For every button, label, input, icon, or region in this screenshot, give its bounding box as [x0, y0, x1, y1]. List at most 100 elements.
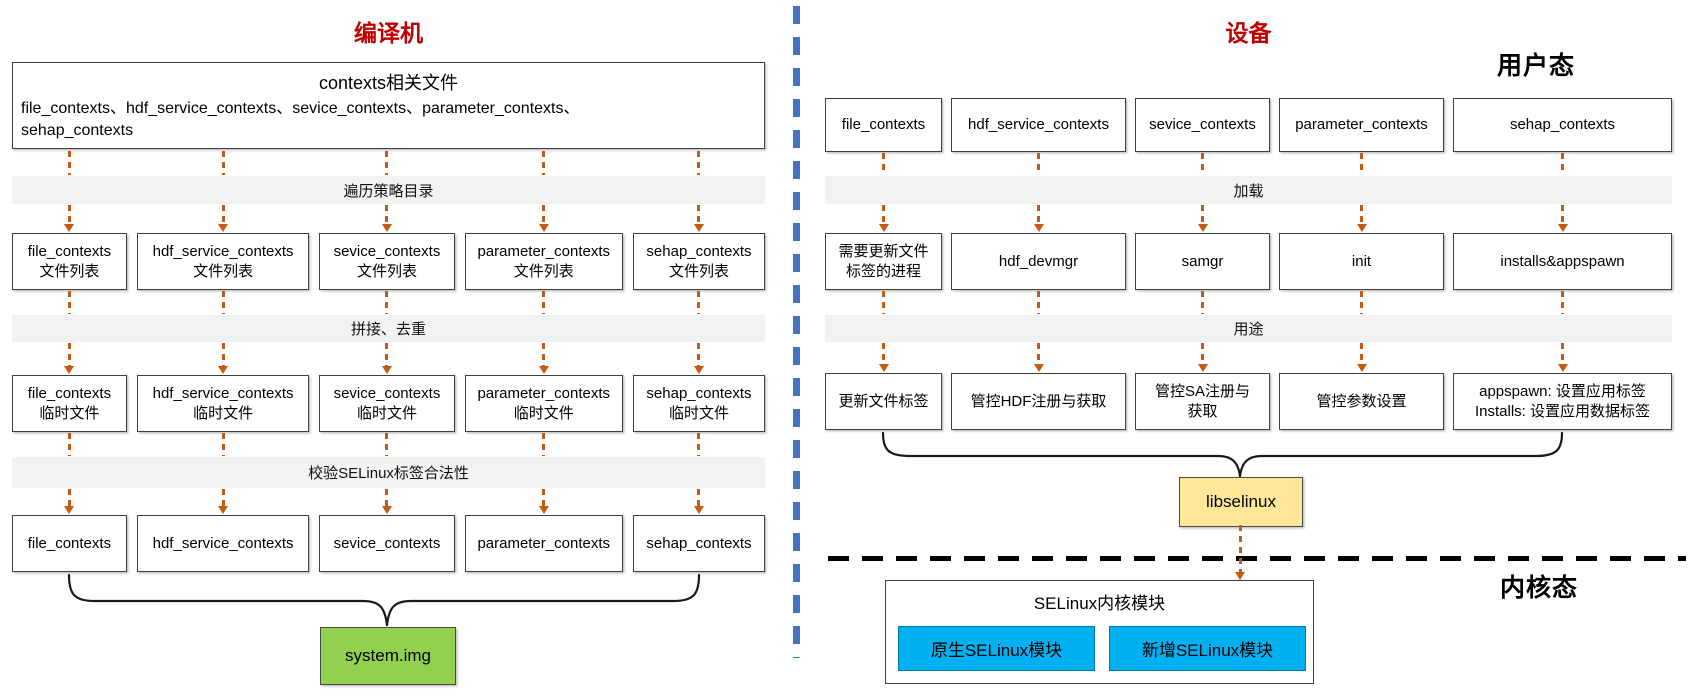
arrowhead-icon [381, 506, 392, 514]
flow-box: sevice_contexts [319, 515, 455, 572]
curly-brace [67, 573, 701, 627]
flow-box: file_contexts [825, 98, 942, 152]
band-usage: 用途 [825, 315, 1672, 342]
arrowhead-icon [218, 506, 229, 514]
dashed-connector [137, 151, 310, 175]
arrowhead-icon [538, 224, 549, 232]
dashed-arrow [319, 343, 454, 374]
arrowhead-icon [693, 506, 704, 514]
libselinux-box: libselinux [1179, 477, 1303, 527]
flow-box: file_contexts [12, 515, 127, 572]
flow-box: sehap_contexts [632, 515, 765, 572]
arrowhead-icon [64, 224, 75, 232]
connector-row [12, 151, 765, 175]
kernel-boundary-dashed-line [828, 556, 1686, 561]
dashed-connector [633, 433, 765, 456]
arrowhead-icon [1197, 224, 1208, 232]
dashed-connector [465, 151, 623, 175]
connector-row [825, 153, 1672, 175]
dashed-arrow [951, 343, 1126, 372]
dashed-connector [951, 153, 1126, 175]
dashed-connector [1135, 291, 1270, 314]
compile-machine-title: 编译机 [354, 20, 423, 46]
dashed-connector [137, 433, 310, 456]
flow-box: samgr [1135, 233, 1270, 290]
dashed-connector [1453, 291, 1672, 314]
dashed-connector [1135, 153, 1270, 175]
arrowhead-icon [218, 366, 229, 374]
dashed-arrow [1453, 205, 1672, 232]
dashed-arrow [465, 343, 623, 374]
device-panel: 设备 用户态 file_contexts hdf_service_context… [825, 0, 1672, 700]
dashed-arrow [12, 205, 127, 232]
band-merge-dedup: 拼接、去重 [12, 315, 765, 342]
arrowhead-icon [693, 366, 704, 374]
flow-box: installs&appspawn [1453, 233, 1672, 290]
dashed-arrow [825, 343, 942, 372]
connector-row [825, 291, 1672, 314]
user-mode-label: 用户态 [1497, 52, 1576, 80]
arrowhead-icon [1033, 224, 1044, 232]
dashed-arrow [633, 343, 765, 374]
dashed-arrow [319, 489, 454, 514]
dashed-connector [319, 433, 454, 456]
kernel-box-title: SELinux内核模块 [1033, 594, 1166, 613]
dashed-arrow [137, 205, 310, 232]
left-row-final-contexts: file_contexts hdf_service_contexts sevic… [12, 515, 765, 572]
contexts-source-title: contexts相关文件 [318, 73, 459, 93]
system-img-box: system.img [320, 627, 456, 685]
arrowhead-icon [1356, 364, 1367, 372]
flow-box: appspawn: 设置应用标签 Installs: 设置应用数据标签 [1453, 373, 1672, 430]
right-row-usage: 更新文件标签 管控HDF注册与获取 管控SA注册与 获取 管控参数设置 apps… [825, 373, 1672, 430]
arrowhead-icon [218, 224, 229, 232]
selinux-kernel-module-box: SELinux内核模块 原生SELinux模块 新增SELinux模块 [885, 580, 1314, 684]
arrowhead-icon [1235, 572, 1245, 580]
device-title: 设备 [1225, 20, 1272, 46]
dashed-arrow [951, 205, 1126, 232]
dashed-arrow [319, 205, 454, 232]
connector-row [12, 343, 765, 374]
contexts-source-box: contexts相关文件 file_contexts、hdf_service_c… [12, 62, 765, 149]
dashed-arrow [825, 205, 942, 232]
connector-row [12, 291, 765, 314]
flow-box: hdf_service_contexts [136, 515, 310, 572]
connector-row [12, 205, 765, 232]
arrowhead-icon [381, 224, 392, 232]
right-row-process: 需要更新文件 标签的进程 hdf_devmgr samgr init insta… [825, 233, 1672, 290]
curly-brace [881, 431, 1564, 478]
dashed-connector [319, 151, 454, 175]
flow-box: 管控SA注册与 获取 [1135, 373, 1270, 430]
flow-box: hdf_devmgr [951, 233, 1126, 290]
dashed-connector [633, 291, 765, 314]
dashed-connector [12, 291, 127, 314]
connector-row [825, 205, 1672, 232]
flow-box: 更新文件标签 [825, 373, 942, 430]
dashed-connector [12, 433, 127, 456]
band-traverse-policy: 遍历策略目录 [12, 176, 765, 204]
flow-box: parameter_contexts [464, 515, 623, 572]
right-row-contexts: file_contexts hdf_service_contexts sevic… [825, 98, 1672, 152]
dashed-arrow [1279, 205, 1444, 232]
connector-row [12, 433, 765, 456]
dashed-connector [1279, 153, 1444, 175]
dashed-connector [137, 291, 310, 314]
flow-box: 需要更新文件 标签的进程 [825, 233, 942, 290]
dashed-arrow [465, 205, 623, 232]
arrowhead-icon [64, 366, 75, 374]
new-selinux-module-box: 新增SELinux模块 [1109, 626, 1306, 671]
dashed-connector [465, 433, 623, 456]
flow-box: sevice_contexts [1135, 98, 1270, 152]
dashed-arrow [465, 489, 623, 514]
compile-machine-panel: 编译机 contexts相关文件 file_contexts、hdf_servi… [12, 0, 765, 700]
dashed-connector [825, 153, 942, 175]
band-load: 加载 [825, 176, 1672, 204]
dashed-arrow [1279, 343, 1444, 372]
band-validate-selinux: 校验SELinux标签合法性 [12, 457, 765, 488]
